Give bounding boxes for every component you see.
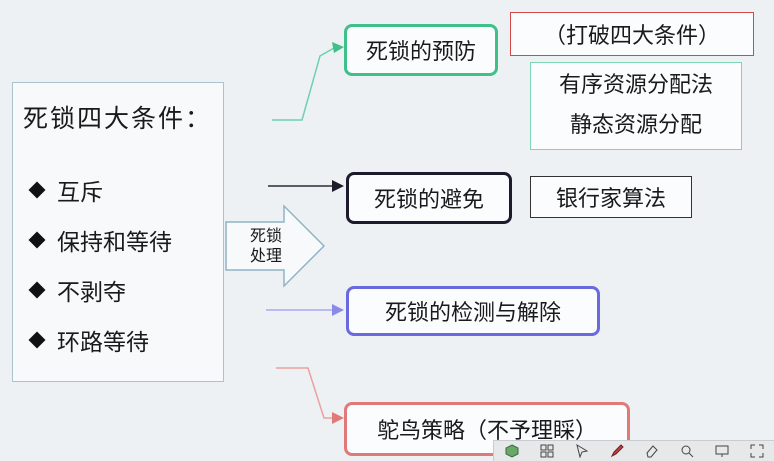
arrow-label-line1: 死锁 <box>249 226 282 245</box>
condition-item: 保持和等待 <box>28 223 172 257</box>
condition-item: 环路等待 <box>28 323 149 357</box>
arrowhead-prevention <box>332 42 344 53</box>
bullet-diamond-icon <box>28 331 46 349</box>
eraser-icon[interactable] <box>645 444 659 458</box>
arrowhead-avoidance <box>332 180 344 192</box>
condition-label: 环路等待 <box>57 330 149 356</box>
condition-label: 不剥夺 <box>57 280 126 306</box>
arrowhead-ostrich <box>332 412 344 424</box>
condition-item: 互斥 <box>28 173 103 207</box>
bullet-diamond-icon <box>28 181 46 199</box>
arrow-label-line2: 处理 <box>249 246 282 265</box>
note-prevention-methods: 有序资源分配法 静态资源分配 <box>530 62 742 150</box>
expand-icon[interactable] <box>750 444 764 458</box>
note-static-allocation: 静态资源分配 <box>569 113 702 138</box>
bullet-diamond-icon <box>28 231 46 249</box>
note-bankers-algorithm: 银行家算法 <box>530 176 692 218</box>
note-break-conditions: （打破四大条件） <box>510 12 754 56</box>
node-detection: 死锁的检测与解除 <box>346 286 600 336</box>
conditions-box: 死锁四大条件： 互斥 保持和等待 不剥夺 环路等待 <box>12 82 224 382</box>
condition-label: 互斥 <box>57 180 103 206</box>
pen-icon[interactable] <box>610 444 624 458</box>
bullet-diamond-icon <box>28 281 46 299</box>
processing-arrow <box>225 204 326 288</box>
note-ordered-allocation: 有序资源分配法 <box>558 73 713 98</box>
line-to-prevention <box>272 47 335 121</box>
cube-icon[interactable] <box>505 444 519 458</box>
presentation-toolbar <box>493 440 774 461</box>
screen-icon[interactable] <box>715 444 729 458</box>
line-to-ostrich <box>276 367 334 419</box>
processing-arrow-label: 死锁 处理 <box>244 226 288 266</box>
conditions-title: 死锁四大条件： <box>23 104 213 133</box>
magnifier-icon[interactable] <box>680 444 694 458</box>
grid-icon[interactable] <box>540 444 554 458</box>
condition-label: 保持和等待 <box>57 230 172 256</box>
node-avoidance: 死锁的避免 <box>346 172 512 224</box>
cursor-icon[interactable] <box>575 444 589 458</box>
node-prevention: 死锁的预防 <box>344 24 498 76</box>
arrowhead-detection <box>332 304 344 316</box>
condition-item: 不剥夺 <box>28 273 126 307</box>
